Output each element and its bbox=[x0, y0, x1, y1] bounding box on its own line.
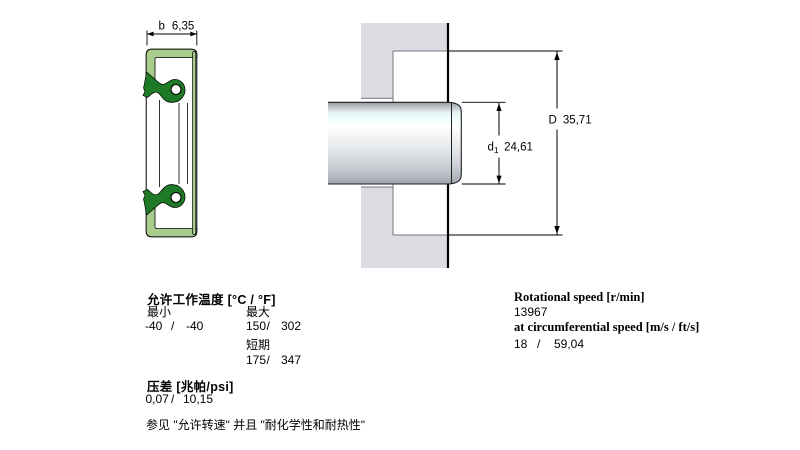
circumferential-speed-ms: 18 bbox=[514, 336, 528, 351]
shaft-body bbox=[328, 101, 462, 185]
seal-lip-bottom bbox=[142, 184, 186, 216]
temperature-max-f: 302 bbox=[281, 318, 302, 333]
pressure-mpa: 0,07 bbox=[145, 391, 169, 406]
seal-inner-lines bbox=[159, 100, 188, 187]
dimension-b-extension-lines bbox=[146, 30, 198, 46]
shaft bbox=[328, 101, 462, 185]
bore-clearance-top bbox=[361, 98, 393, 103]
arrow-down-icon bbox=[554, 226, 560, 234]
slash: / bbox=[266, 352, 270, 367]
slash: / bbox=[171, 318, 175, 333]
rotational-speed-value: 13967 bbox=[514, 304, 548, 319]
temperature-max-c: 150 bbox=[246, 318, 267, 333]
housing-edges bbox=[361, 50, 448, 236]
temperature-short-term-label: 短期 bbox=[246, 337, 271, 352]
bore-clearance-bottom bbox=[361, 184, 393, 187]
housing-seat-top bbox=[393, 51, 448, 103]
slash: / bbox=[537, 336, 541, 351]
temperature-short-term-f: 347 bbox=[281, 352, 302, 367]
garter-spring-top bbox=[170, 83, 182, 96]
temperature-short-term-c: 175 bbox=[246, 352, 267, 367]
temperature-min-c: -40 bbox=[145, 318, 163, 333]
pressure-psi: 10,15 bbox=[183, 391, 214, 406]
garter-spring-bottom bbox=[170, 191, 182, 204]
seal-lip-top bbox=[142, 71, 186, 103]
temperature-min-label: 最小 bbox=[147, 304, 172, 319]
arrow-left-icon bbox=[147, 31, 154, 37]
temperature-max-label: 最大 bbox=[246, 304, 271, 319]
slash: / bbox=[171, 391, 175, 406]
seal-body bbox=[142, 48, 198, 238]
arrow-right-icon bbox=[190, 31, 197, 37]
temperature-title: 允许工作温度 [°C / °F] bbox=[147, 293, 276, 307]
dimension-D-extension-lines bbox=[448, 50, 563, 236]
arrow-down-icon bbox=[496, 175, 502, 184]
circumferential-speed-title: at circumferential speed [m/s / ft/s] bbox=[514, 320, 700, 334]
housing-seat-bottom bbox=[393, 184, 448, 235]
dimension-d1-extension-lines bbox=[461, 101, 506, 185]
circumferential-speed-fts: 59,04 bbox=[554, 336, 585, 351]
footnote: 参见 "允许转速" 并且 "耐化学性和耐热性" bbox=[146, 417, 366, 432]
seal-case-right-strip bbox=[192, 51, 197, 235]
arrow-up-icon bbox=[496, 103, 502, 111]
arrow-up-icon bbox=[554, 52, 560, 60]
rotational-speed-title: Rotational speed [r/min] bbox=[514, 289, 645, 304]
pressure-title: 压差 [兆帕/psi] bbox=[147, 380, 234, 394]
slash: / bbox=[266, 318, 270, 333]
temperature-min-f: -40 bbox=[186, 318, 204, 333]
